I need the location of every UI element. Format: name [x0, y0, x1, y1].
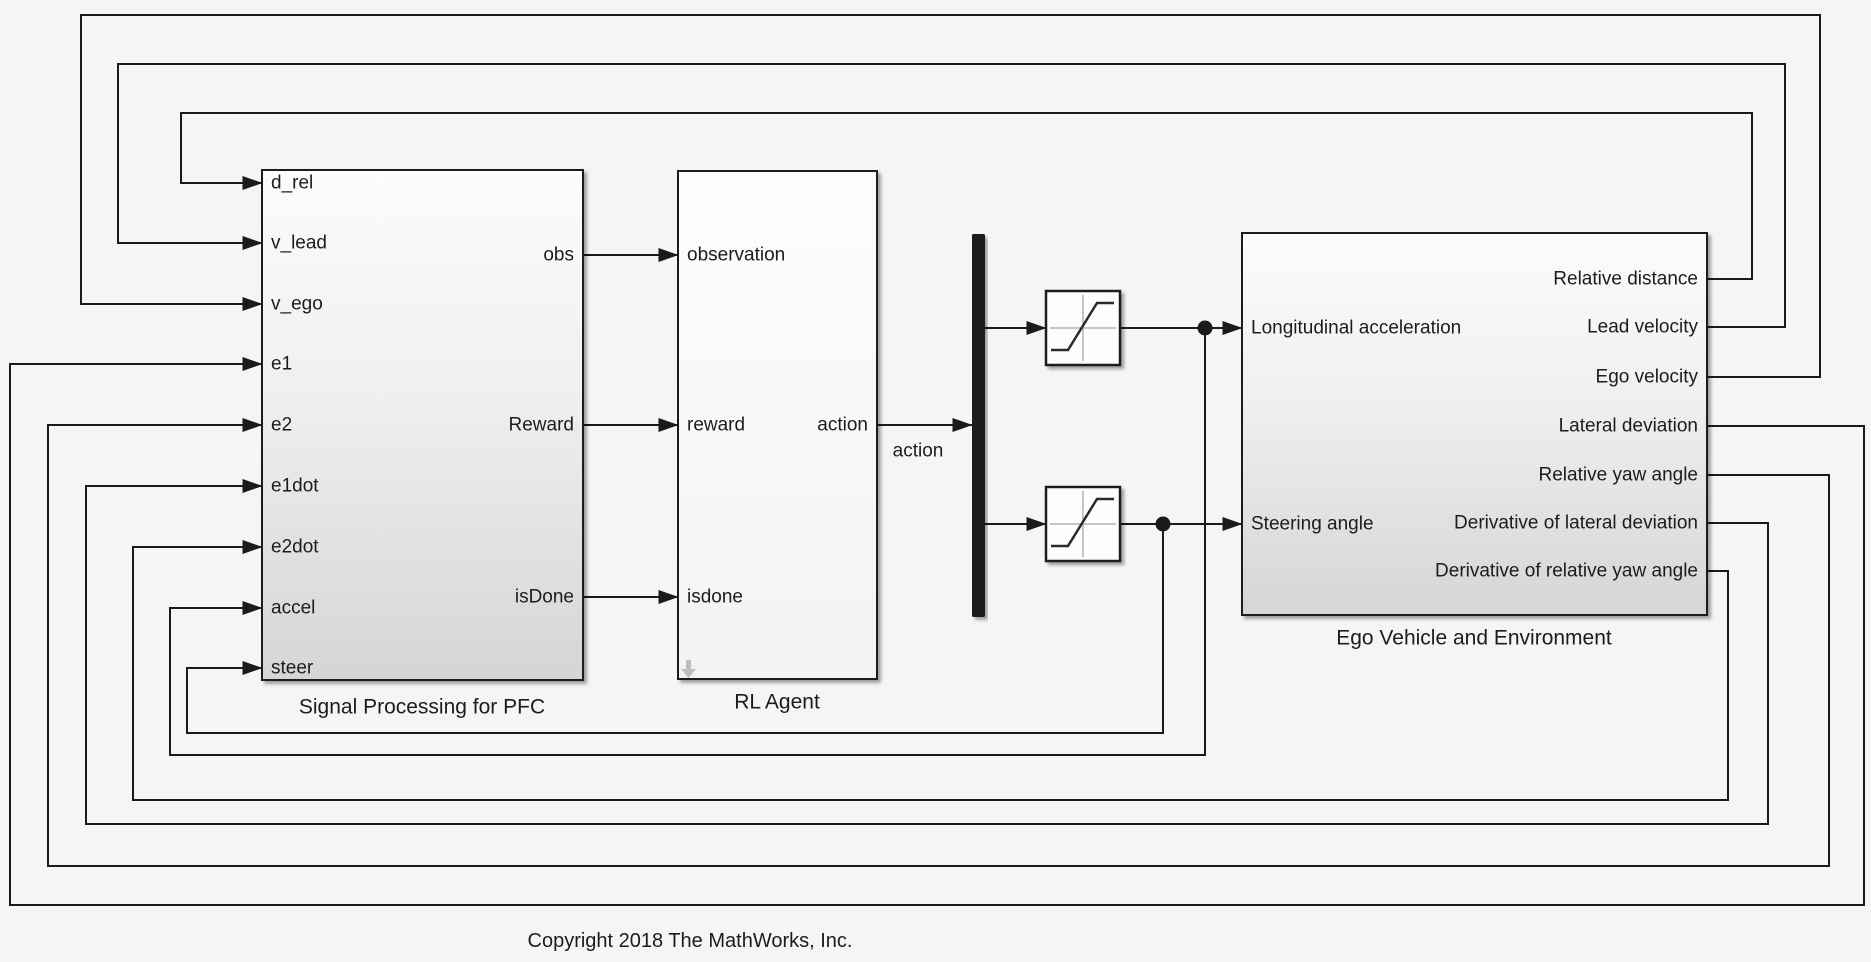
- branch-dot-steer: [1155, 516, 1171, 532]
- wire-ego-velocity-to-v-ego[interactable]: [80, 14, 1821, 378]
- port-label-isdone-in: isdone: [687, 587, 743, 608]
- ego-vehicle-block[interactable]: Longitudinal acceleration Steering angle…: [1241, 232, 1708, 650]
- port-label-derivative-lateral-deviation: Derivative of lateral deviation: [1454, 513, 1698, 534]
- port-label-relative-yaw-angle: Relative yaw angle: [1539, 465, 1698, 486]
- port-label-d-rel: d_rel: [271, 173, 313, 194]
- wire-deriv-lateral-deviation-to-e1dot[interactable]: [85, 479, 1769, 825]
- saturation-accel-block[interactable]: [1044, 289, 1122, 367]
- copyright-annotation: Copyright 2018 The MathWorks, Inc.: [528, 930, 853, 952]
- ego-vehicle-block-label[interactable]: Ego Vehicle and Environment: [1336, 627, 1612, 650]
- port-label-e2: e2: [271, 415, 292, 436]
- port-label-isdone-out: isDone: [515, 587, 574, 608]
- signal-processing-block[interactable]: d_rel v_lead v_ego e1 e2 e1dot e2dot acc…: [261, 169, 584, 719]
- expand-down-arrow-icon[interactable]: [681, 660, 696, 678]
- port-label-obs: obs: [543, 245, 574, 266]
- port-label-steer: steer: [271, 658, 314, 679]
- port-label-reward-out: Reward: [509, 415, 574, 436]
- port-label-action: action: [817, 415, 868, 436]
- port-label-lead-velocity: Lead velocity: [1587, 317, 1698, 338]
- port-label-e1: e1: [271, 354, 292, 375]
- port-label-relative-distance: Relative distance: [1553, 269, 1698, 290]
- port-label-e2dot: e2dot: [271, 537, 319, 558]
- wire-relative-yaw-to-e2[interactable]: [47, 418, 1830, 867]
- wire-deriv-relative-yaw-to-e2dot[interactable]: [132, 540, 1729, 801]
- wire-lateral-deviation-to-e1[interactable]: [9, 357, 1865, 906]
- port-label-steering-angle: Steering angle: [1251, 514, 1374, 535]
- port-label-observation: observation: [687, 245, 785, 266]
- port-label-e1dot: e1dot: [271, 476, 319, 497]
- rl-agent-block[interactable]: observation reward isdone action RL Agen…: [677, 170, 878, 714]
- wire-relative-distance-to-d-rel[interactable]: [180, 112, 1753, 280]
- port-label-longitudinal-acceleration: Longitudinal acceleration: [1251, 318, 1461, 339]
- wire-steer-feedback[interactable]: [186, 524, 1164, 734]
- port-label-ego-velocity: Ego velocity: [1596, 367, 1699, 388]
- signal-processing-block-label[interactable]: Signal Processing for PFC: [299, 696, 545, 719]
- port-label-derivative-relative-yaw-angle: Derivative of relative yaw angle: [1435, 561, 1698, 582]
- branch-dot-accel: [1197, 320, 1213, 336]
- demux-block[interactable]: [972, 234, 985, 617]
- port-label-reward-in: reward: [687, 415, 745, 436]
- saturation-icon: [1050, 491, 1116, 557]
- wire-accel-feedback[interactable]: [169, 328, 1206, 756]
- wire-lead-velocity-to-v-lead[interactable]: [117, 63, 1786, 328]
- saturation-icon: [1050, 295, 1116, 361]
- port-label-accel: accel: [271, 598, 315, 619]
- port-label-v-ego: v_ego: [271, 294, 323, 315]
- port-label-v-lead: v_lead: [271, 233, 327, 254]
- rl-agent-block-label[interactable]: RL Agent: [734, 691, 820, 714]
- port-label-lateral-deviation: Lateral deviation: [1559, 416, 1698, 437]
- action-signal-label[interactable]: action: [893, 441, 944, 462]
- saturation-steer-block[interactable]: [1044, 485, 1122, 563]
